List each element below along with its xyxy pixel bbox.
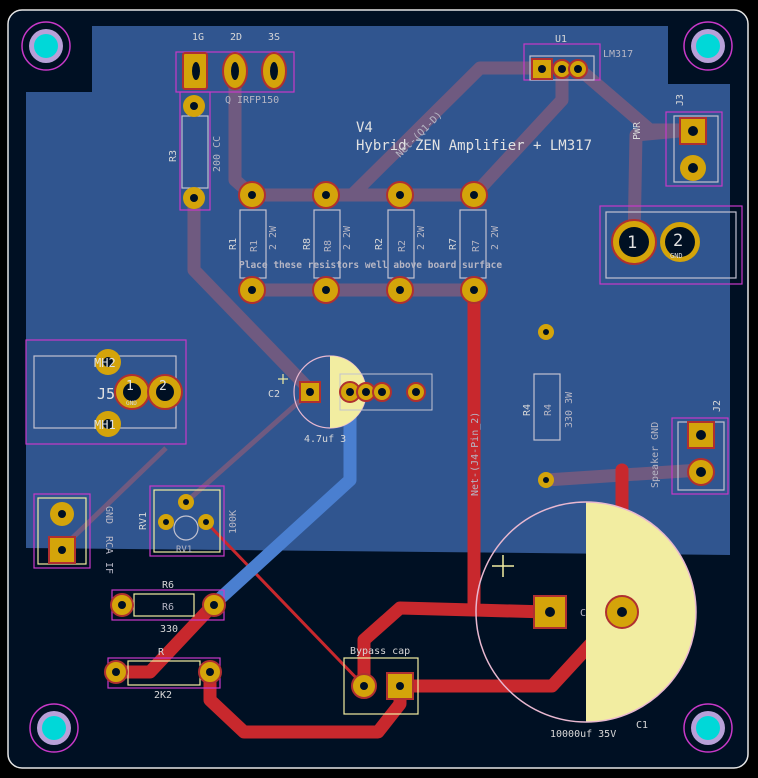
j1-label-if: IF — [103, 562, 114, 574]
pads — [48, 52, 715, 700]
bypass-cap-label: Bypass cap — [350, 646, 410, 657]
q1-pin-s-label: 3S — [268, 32, 280, 43]
j5-gnd: GND — [126, 400, 137, 407]
c1-value: 10000uf 35V — [550, 729, 616, 740]
r7-ref: R7 — [448, 238, 459, 250]
j2-label: Speaker GND — [650, 422, 661, 488]
r4-ref-fab: R4 — [543, 404, 554, 416]
r4-value: 330 3W — [564, 391, 575, 428]
mounting-holes — [21, 21, 733, 753]
j5-mh1: MH1 — [94, 418, 116, 432]
r1-ref-fab: R1 — [249, 240, 260, 252]
c1-ref-partial: C — [580, 608, 586, 619]
j5-pin2: 2 — [159, 379, 167, 394]
j3-ref: J3 — [675, 94, 686, 106]
c2-ref: C2 — [268, 389, 280, 400]
j2-ref: J2 — [712, 400, 723, 412]
r8-ref: R8 — [302, 238, 313, 250]
pwr-pin1-label: 1 — [627, 233, 637, 253]
thin-red-trace — [204, 520, 366, 688]
board-title: Hybrid ZEN Amplifier + LM317 — [356, 138, 592, 154]
mounting-hole — [683, 21, 733, 71]
r7-ref-fab: R7 — [471, 240, 482, 252]
c2-value: 4.7uf 3 — [304, 434, 346, 445]
r3-ref: R3 — [168, 150, 179, 162]
j5-ref: J5 — [97, 385, 115, 403]
mounting-hole — [21, 21, 71, 71]
r2-ref-fab: R2 — [397, 240, 408, 252]
rv1-ref: RV1 — [138, 512, 149, 530]
board-version: V4 — [356, 120, 373, 136]
j3-tag: PWR — [632, 121, 643, 140]
j5-pin1: 1 — [126, 379, 134, 394]
r5-ref-partial: R — [158, 647, 165, 658]
r2-ref: R2 — [374, 238, 385, 250]
j1-label-gnd: GND — [103, 506, 114, 524]
r7-value: 2 2W — [490, 225, 501, 250]
u1-value: LM317 — [603, 49, 633, 60]
q1-pin-g-label: 1G — [192, 32, 204, 43]
rv1-value: 100K — [228, 510, 239, 534]
net-label-j4-pin2: Net-(J4-Pin_2) — [470, 412, 481, 496]
r1-ref: R1 — [228, 238, 239, 250]
r2-value: 2 2W — [416, 225, 427, 250]
r4-ref: R4 — [522, 404, 533, 416]
j5-mh2: MH2 — [94, 356, 116, 370]
r6-ref-fab: R6 — [162, 602, 174, 613]
c1-capacitor — [475, 501, 697, 723]
r1-value: 2 2W — [268, 225, 279, 250]
j1-label-rca: RCA — [103, 536, 114, 554]
mounting-hole — [29, 703, 79, 753]
u1-ref: U1 — [555, 34, 567, 45]
mounting-hole — [683, 703, 733, 753]
r6-ref: R6 — [162, 580, 174, 591]
fill-trace-rv1 — [184, 390, 312, 504]
r3-value: 200 CC — [212, 136, 223, 172]
rv1-ref-fab: RV1 — [176, 545, 192, 555]
r8-value: 2 2W — [342, 225, 353, 250]
q1-value: IRFP150 — [237, 95, 279, 106]
q1-pin-d-label: 2D — [230, 32, 242, 43]
c1-ref: C1 — [636, 720, 648, 731]
r5-value: 2K2 — [154, 690, 172, 701]
resistor-placement-note: Place these resistors well above board s… — [239, 260, 502, 271]
silkscreen-text: 1G 2D 3S Q IRFP150 U1 LM317 J3 PWR 1 2 G… — [94, 32, 723, 740]
pwr-gnd-label: GND — [670, 252, 683, 260]
fill-trace-thin — [60, 446, 168, 550]
q1-ref-partial: Q — [225, 95, 231, 106]
r6-value: 330 — [160, 624, 178, 635]
pwr-pin2-label: 2 — [673, 231, 683, 251]
r8-ref-fab: R8 — [323, 240, 334, 252]
